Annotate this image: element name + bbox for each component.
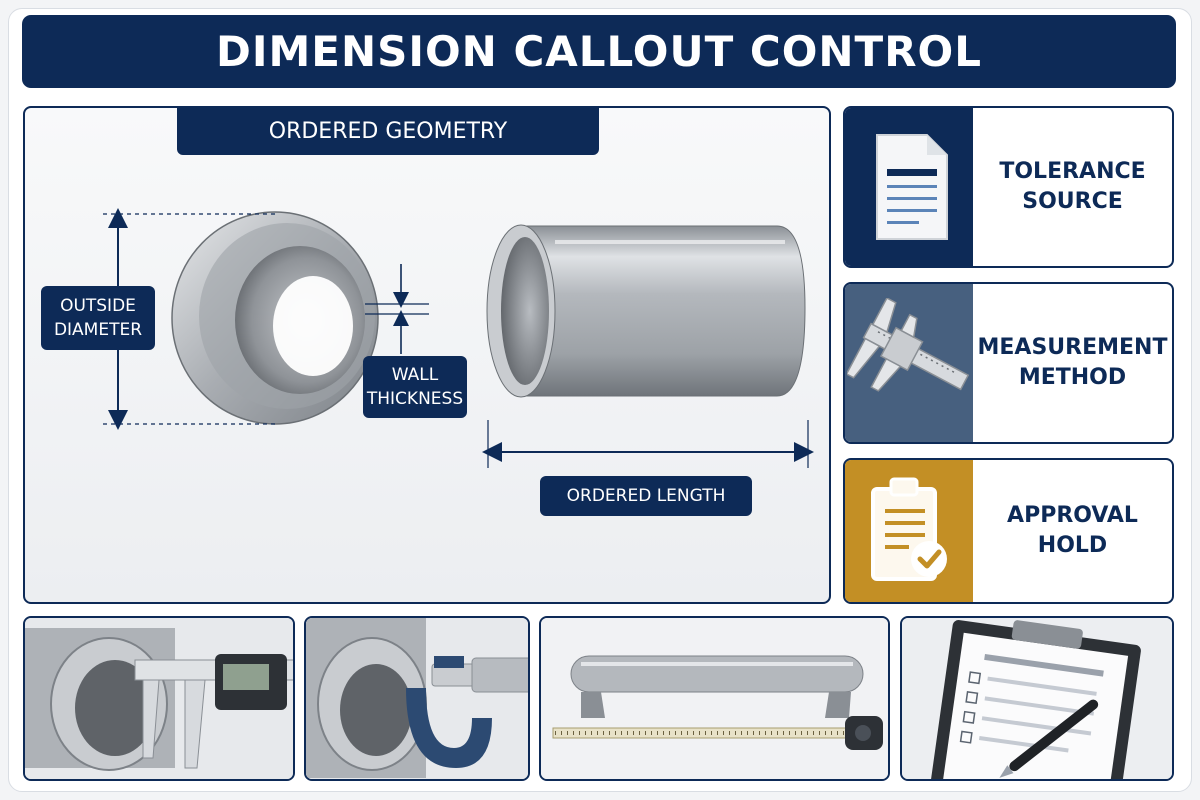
approval-hold-line-1: APPROVAL [1007,503,1138,528]
clipboard-checklist-pen-icon [902,618,1172,779]
clipboard-check-icon [871,477,947,581]
thumbnail-micrometer [304,616,530,781]
page-title: DIMENSION CALLOUT CONTROL [215,27,983,76]
wall-thickness-label-line-2: THICKNESS [366,389,464,409]
micrometer-on-tube-icon [306,618,528,779]
tolerance-source-line-2: SOURCE [1022,189,1123,214]
side-card-approval-hold: APPROVAL HOLD [843,458,1174,604]
ordered-geometry-panel: ORDERED GEOMETRY OUTSIDE DIAMETER WALL T… [23,106,831,604]
document-icon [876,134,948,240]
thumbnail-tape-measure [539,616,890,781]
caliper-icon [847,298,970,392]
ordered-length-label: ORDERED LENGTH [540,476,752,516]
outside-diameter-label-line-2: DIAMETER [53,320,143,340]
side-card-icon-panel [845,460,973,602]
tube-with-tape-measure-icon [541,618,888,779]
side-card-icon-panel [845,284,973,442]
measurement-method-line-1: MEASUREMENT [977,335,1168,360]
side-card-measurement-method: MEASUREMENT METHOD [843,282,1174,444]
thumbnail-clipboard-checklist [900,616,1174,781]
ring-end-view [171,211,379,425]
wall-thickness-label-line-1: WALL [391,365,439,385]
outside-diameter-label-line-1: OUTSIDE [60,296,136,316]
tolerance-source-line-1: TOLERANCE [999,159,1146,184]
approval-hold-line-2: HOLD [1037,533,1108,558]
side-card-label: TOLERANCE SOURCE [973,108,1172,266]
measurement-method-line-2: METHOD [1018,365,1127,390]
title-bar: DIMENSION CALLOUT CONTROL [22,15,1176,88]
wall-thickness-dimension [365,264,429,354]
wall-thickness-label: WALL THICKNESS [363,356,467,418]
side-card-label: MEASUREMENT METHOD [973,284,1172,442]
ordered-length-dimension [482,420,814,468]
geometry-diagram [103,208,814,468]
tube-side-view [486,224,806,398]
digital-caliper-on-tube-icon [25,618,293,779]
side-card-label: APPROVAL HOLD [973,460,1172,602]
side-card-tolerance-source: TOLERANCE SOURCE [843,106,1174,268]
ordered-geometry-heading: ORDERED GEOMETRY [177,108,599,155]
side-card-icon-panel [845,108,973,266]
thumbnail-digital-caliper [23,616,295,781]
outside-diameter-label: OUTSIDE DIAMETER [41,286,155,350]
